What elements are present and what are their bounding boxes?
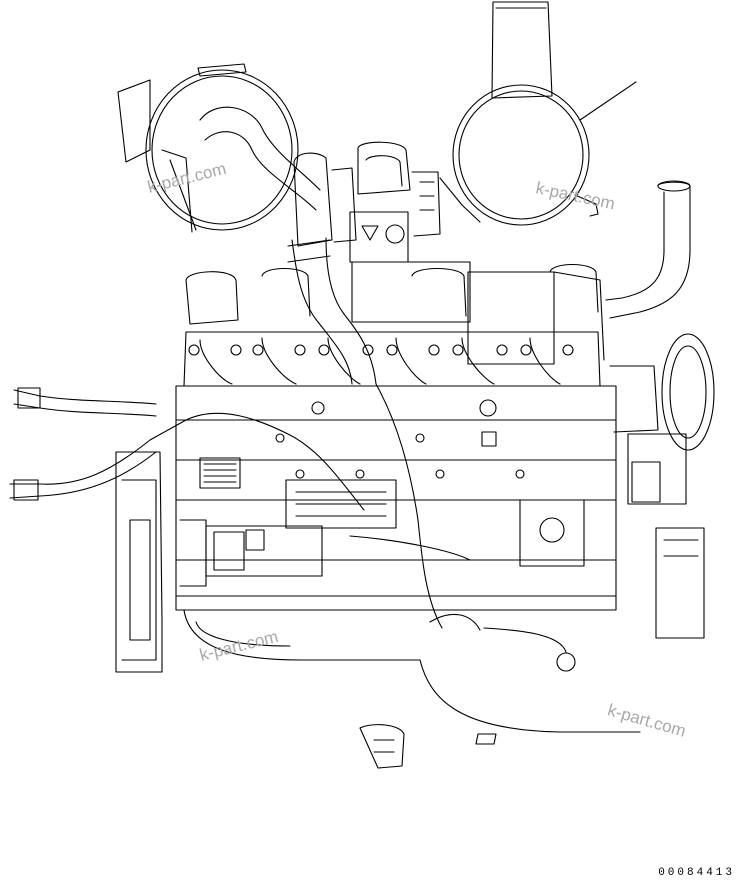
air-cleaner — [117, 63, 321, 233]
wiring-harness — [9, 383, 576, 672]
intake-manifold — [349, 211, 605, 365]
muffler-assembly — [439, 1, 637, 226]
cylinder-head-row — [183, 263, 601, 387]
engine-block — [175, 385, 617, 611]
starter-motor — [179, 519, 323, 587]
flywheel-housing — [115, 451, 163, 673]
intake-pipe — [287, 237, 377, 385]
coolant-elbow-pipe — [605, 180, 691, 319]
oil-pan-and-pipe — [183, 609, 641, 769]
turbocharger — [293, 141, 441, 247]
front-timing-assembly — [519, 333, 715, 639]
figure-number: 00084413 — [658, 867, 735, 879]
